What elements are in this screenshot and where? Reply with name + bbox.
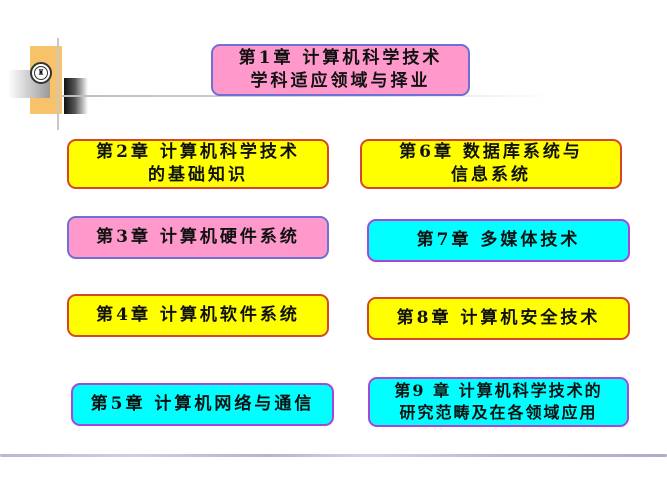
chapter-1-title-line-2: 学科适应领域与择业 [250, 71, 431, 91]
chapter-3-title: 第3章 计算机硬件系统 [96, 227, 300, 248]
chapter-4-title: 第4章 计算机软件系统 [96, 305, 300, 326]
chapter-1-box[interactable]: 第1章 计算机科学技术 学科适应领域与择业 [211, 44, 470, 96]
chapter-9-box[interactable]: 第9 章 计算机科学技术的 研究范畴及在各领域应用 [368, 377, 629, 427]
chapter-2-title-line-2: 的基础知识 [148, 165, 248, 185]
chapter-2-box[interactable]: 第2章 计算机科学技术 的基础知识 [67, 139, 329, 189]
chapter-5-box[interactable]: 第5章 计算机网络与通信 [71, 383, 334, 426]
chapter-6-title-line-2: 信息系统 [451, 165, 531, 185]
chapter-2-title-line-1: 第2章 计算机科学技术 [96, 142, 300, 163]
chapter-8-box[interactable]: 第8章 计算机安全技术 [367, 297, 630, 340]
decor-horizontal-line [62, 95, 552, 97]
chapter-1-title-line-1: 第1章 计算机科学技术 [238, 48, 443, 69]
chapter-9-title-line-1: 第9 章 计算机科学技术的 [394, 381, 603, 401]
footer-divider [0, 454, 667, 457]
emblem-inner-icon: ♜ [34, 66, 48, 80]
university-emblem-icon: ♜ [30, 62, 52, 84]
chapter-8-title: 第8章 计算机安全技术 [396, 308, 601, 329]
chapter-7-title: 第7章 多媒体技术 [416, 230, 581, 251]
chapter-6-box[interactable]: 第6章 数据库系统与 信息系统 [360, 139, 622, 189]
chapter-9-title-line-2: 研究范畴及在各领域应用 [399, 403, 598, 422]
chapter-6-title-line-1: 第6章 数据库系统与 [399, 142, 583, 163]
chapter-3-box[interactable]: 第3章 计算机硬件系统 [67, 216, 329, 259]
chapter-5-title: 第5章 计算机网络与通信 [90, 394, 315, 415]
chapter-4-box[interactable]: 第4章 计算机软件系统 [67, 294, 329, 337]
decor-vertical-line [57, 38, 59, 130]
chapter-7-box[interactable]: 第7章 多媒体技术 [367, 219, 630, 262]
